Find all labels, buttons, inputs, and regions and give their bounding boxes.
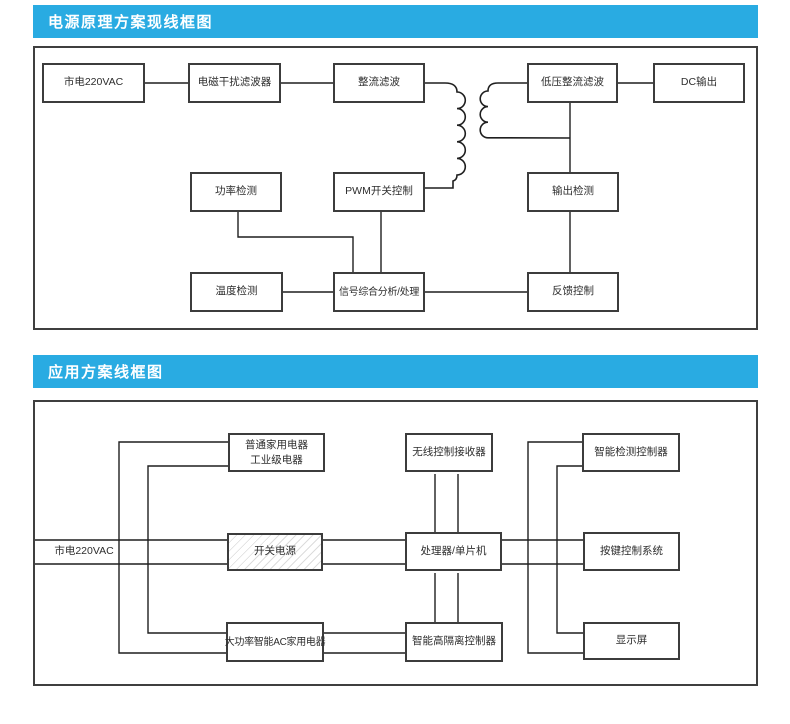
block-lv-rectifier-filter: 低压整流滤波	[527, 63, 618, 103]
bus-left-inner	[147, 465, 228, 634]
block-feedback-control: 反馈控制	[527, 272, 619, 312]
block-isolation-controller: 智能高隔离控制器	[405, 622, 503, 662]
power-principle-title: 电源原理方案现线框图	[48, 14, 214, 31]
transformer-secondary-coil	[479, 82, 571, 139]
application-diagram-panel: 市电220VAC 普通家用电器 工业级电器 无线控制接收器 智能检测控制器 开关…	[33, 400, 758, 686]
block-key-control-system: 按键控制系统	[583, 532, 680, 571]
bus-right-inner	[556, 465, 583, 634]
wire-power-detect-to-signal	[237, 212, 354, 272]
block-temp-detect: 温度检测	[190, 272, 283, 312]
block-power-detect: 功率检测	[190, 172, 282, 212]
block-switching-power-supply: 开关电源	[227, 533, 323, 571]
application-header-bar: 应用方案线框图	[33, 355, 758, 388]
block-wireless-receiver: 无线控制接收器	[405, 433, 493, 472]
block-high-power-ac-appliance: 大功率智能AC家用电器	[225, 622, 326, 662]
block-signal-process: 信号综合分析/处理	[333, 272, 425, 312]
block-mains-input: 市电220VAC	[42, 63, 145, 103]
transformer-primary-coil	[425, 82, 467, 189]
block-pwm-control: PWM开关控制	[333, 172, 425, 212]
block-smart-detector: 智能检测控制器	[582, 433, 680, 472]
power-diagram-wiring	[143, 82, 653, 293]
bus-left-outer	[118, 441, 228, 654]
power-principle-diagram-panel: 市电220VAC 电磁干扰滤波器 整流滤波 低压整流滤波 DC输出 功率检测 P…	[33, 46, 758, 330]
block-dc-output: DC输出	[653, 63, 745, 103]
block-emi-filter: 电磁干扰滤波器	[188, 63, 281, 103]
block-rectifier-filter: 整流滤波	[333, 63, 425, 103]
mains-voltage-label: 市电220VAC	[54, 545, 114, 557]
block-home-appliances: 普通家用电器 工业级电器	[228, 433, 325, 472]
bus-right-outer	[527, 441, 583, 654]
block-display-screen: 显示屏	[583, 622, 680, 660]
power-principle-header-bar: 电源原理方案现线框图	[33, 5, 758, 38]
block-mcu: 处理器/单片机	[405, 532, 502, 571]
application-title: 应用方案线框图	[48, 364, 164, 381]
application-diagram-wiring	[35, 441, 583, 654]
block-output-detect: 输出检测	[527, 172, 619, 212]
